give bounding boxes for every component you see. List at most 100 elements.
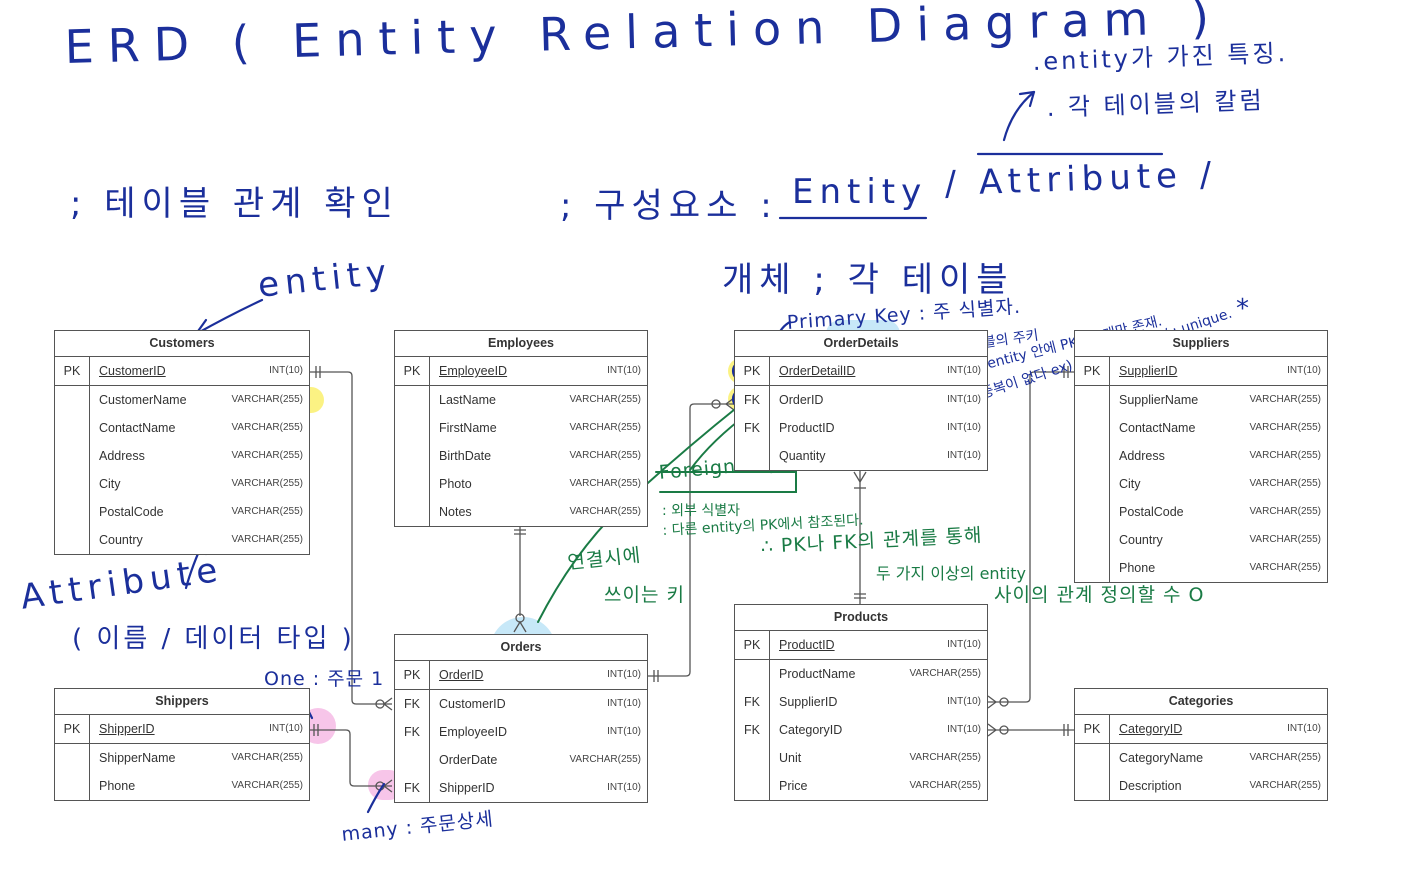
column-type: VARCHAR(255)	[569, 754, 642, 765]
column-type: INT(10)	[947, 696, 981, 707]
orderdetails-table-title: OrderDetails	[735, 331, 987, 357]
column-type: VARCHAR(255)	[569, 422, 642, 433]
key-badge: FK	[744, 695, 760, 709]
column-type: VARCHAR(255)	[231, 394, 304, 405]
attribute-trait-arrow	[1002, 90, 1036, 142]
column-name: ContactName	[1119, 421, 1196, 435]
column-name: EmployeeID	[439, 725, 508, 739]
column-type: VARCHAR(255)	[1249, 780, 1322, 791]
column-type: VARCHAR(255)	[231, 478, 304, 489]
column-type: VARCHAR(255)	[1249, 422, 1322, 433]
column-name: PostalCode	[1119, 505, 1184, 519]
column-name: Unit	[779, 751, 802, 765]
column-type: INT(10)	[947, 639, 981, 650]
column-name: LastName	[439, 393, 496, 407]
categories-table-title: Categories	[1075, 689, 1327, 715]
column-name: Phone	[1119, 561, 1156, 575]
column-type: INT(10)	[947, 450, 981, 461]
key-badge: PK	[1083, 722, 1101, 736]
key-badge: PK	[63, 722, 81, 736]
table-row[interactable]: ContactName VARCHAR(255)	[1075, 414, 1327, 442]
column-type: VARCHAR(255)	[231, 450, 304, 461]
key-badge: PK	[403, 364, 421, 378]
table-row[interactable]: FK SupplierID INT(10)	[735, 688, 987, 716]
column-name: Address	[1119, 449, 1165, 463]
column-type: VARCHAR(255)	[231, 534, 304, 545]
asterisk-mark: *	[1236, 294, 1252, 324]
column-type: INT(10)	[1287, 365, 1321, 376]
components-label: ; 구성요소 :	[560, 186, 778, 226]
column-type: VARCHAR(255)	[1249, 752, 1322, 763]
column-name: CategoryID	[779, 723, 843, 737]
table-row[interactable]: CustomerName VARCHAR(255)	[55, 386, 309, 414]
key-badge: FK	[404, 697, 420, 711]
relation-note-3: 사이의 관계 정의할 수 O	[994, 584, 1205, 606]
key-badge: PK	[63, 364, 81, 378]
entity-arrow	[194, 298, 264, 336]
column-type: VARCHAR(255)	[909, 668, 982, 679]
relation-note-2: 두 가지 이상의 entity	[876, 564, 1027, 583]
key-badge: FK	[744, 723, 760, 737]
column-name: ContactName	[99, 421, 176, 435]
rel-shippers-orders	[310, 729, 392, 787]
key-badge: PK	[743, 364, 761, 378]
key-badge: PK	[403, 668, 421, 682]
key-column-divider	[735, 357, 770, 470]
foreign-key-box	[655, 471, 797, 493]
column-type: VARCHAR(255)	[231, 422, 304, 433]
column-name: CustomerName	[99, 393, 187, 407]
key-column-divider	[55, 715, 90, 800]
table-row[interactable]: ContactName VARCHAR(255)	[55, 414, 309, 442]
column-name: SupplierID	[779, 695, 838, 709]
foreign-key-note-1: : 외부 식별자	[662, 503, 741, 519]
key-badge: FK	[744, 421, 760, 435]
